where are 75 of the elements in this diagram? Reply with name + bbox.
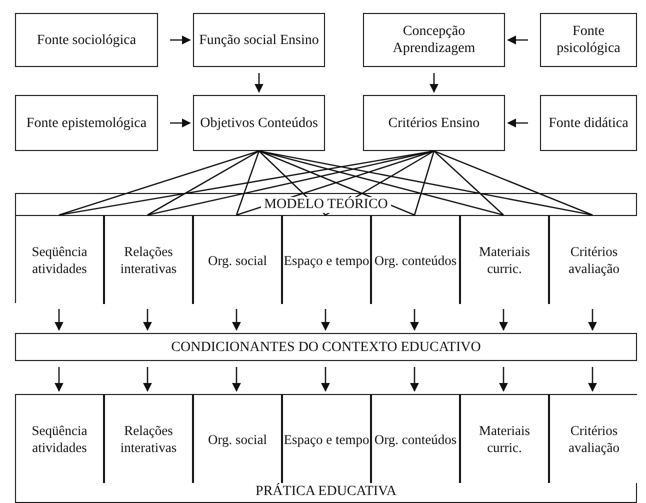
node-label: Critérios avaliação xyxy=(568,243,620,277)
arrow xyxy=(142,309,152,331)
arrow xyxy=(507,118,528,128)
column-box xyxy=(460,395,549,483)
column-box xyxy=(16,395,104,483)
arrow xyxy=(54,309,64,331)
arrow xyxy=(170,118,191,128)
column-box xyxy=(282,395,371,483)
column-box xyxy=(104,395,193,483)
concept-box xyxy=(363,95,505,151)
arrow xyxy=(170,35,191,45)
column-box xyxy=(16,216,104,304)
context-band xyxy=(15,333,637,361)
arrow xyxy=(410,309,420,331)
arrow xyxy=(232,367,242,392)
concept-box xyxy=(540,13,637,67)
arrow xyxy=(429,73,439,93)
node-label: Espaço e tempo xyxy=(284,430,370,448)
arrow xyxy=(142,367,152,392)
concept-box xyxy=(15,95,158,151)
concept-box xyxy=(193,95,325,151)
node-label: Função social Ensino xyxy=(199,32,319,48)
column-box xyxy=(460,216,549,304)
concept-box xyxy=(363,13,505,67)
node-label: Critérios avaliação xyxy=(568,422,620,456)
node-label: Seqüência atividades xyxy=(30,243,88,277)
node-label: Fonte didática xyxy=(548,114,628,132)
column-box xyxy=(282,216,371,304)
arrow xyxy=(254,73,264,93)
arrow xyxy=(320,309,330,331)
arrow xyxy=(498,367,508,392)
arrow xyxy=(410,367,420,392)
connector-line xyxy=(147,150,260,216)
node-label: CONDICIONANTES DO CONTEXTO EDUCATIVO xyxy=(171,338,481,356)
column-box xyxy=(371,395,460,483)
arrow xyxy=(588,367,598,392)
node-label: Materiais curric. xyxy=(478,243,531,277)
connector-line xyxy=(258,150,415,216)
node-label: Fonte psicológica xyxy=(556,23,622,57)
concept-box xyxy=(193,13,325,67)
arrow xyxy=(54,367,64,392)
concept-box xyxy=(15,13,158,67)
arrow xyxy=(320,367,330,392)
group-title: MODELO TEÓRICO xyxy=(261,196,391,212)
node-label: Seqüência atividades xyxy=(30,422,88,456)
column-box xyxy=(104,216,193,304)
node-label: Critérios Ensino xyxy=(388,114,480,132)
group-panel xyxy=(15,193,637,303)
connector-line xyxy=(434,150,504,216)
node-label: Materiais curric. xyxy=(478,422,531,456)
node-label: Org. social xyxy=(208,430,267,448)
connector-line xyxy=(58,150,260,216)
arrow xyxy=(588,309,598,331)
node-label: Espaço e tempo xyxy=(284,252,370,268)
connector-line xyxy=(434,150,593,216)
arrow xyxy=(507,35,528,45)
arrow xyxy=(498,309,508,331)
node-label: Concepção Aprendizagem xyxy=(392,23,476,57)
node-label: Org. social xyxy=(208,252,267,268)
connector-line xyxy=(258,150,593,216)
node-label: Relações interativas xyxy=(119,243,178,277)
column-box xyxy=(193,216,282,304)
node-label: Org. conteúdos xyxy=(374,252,457,268)
column-box xyxy=(371,216,460,304)
arrow xyxy=(232,309,242,331)
node-label: Fonte sociológica xyxy=(36,32,136,48)
connector-line xyxy=(236,150,260,216)
connector-line xyxy=(414,150,435,216)
group-panel xyxy=(15,394,637,503)
node-label: Relações interativas xyxy=(119,422,178,456)
node-label: Fonte epistemológica xyxy=(26,114,147,132)
column-box xyxy=(193,395,282,483)
concept-box xyxy=(540,95,637,151)
node-label: Org. conteúdos xyxy=(374,430,457,448)
node-label: Objetivos Conteúdos xyxy=(200,114,318,132)
